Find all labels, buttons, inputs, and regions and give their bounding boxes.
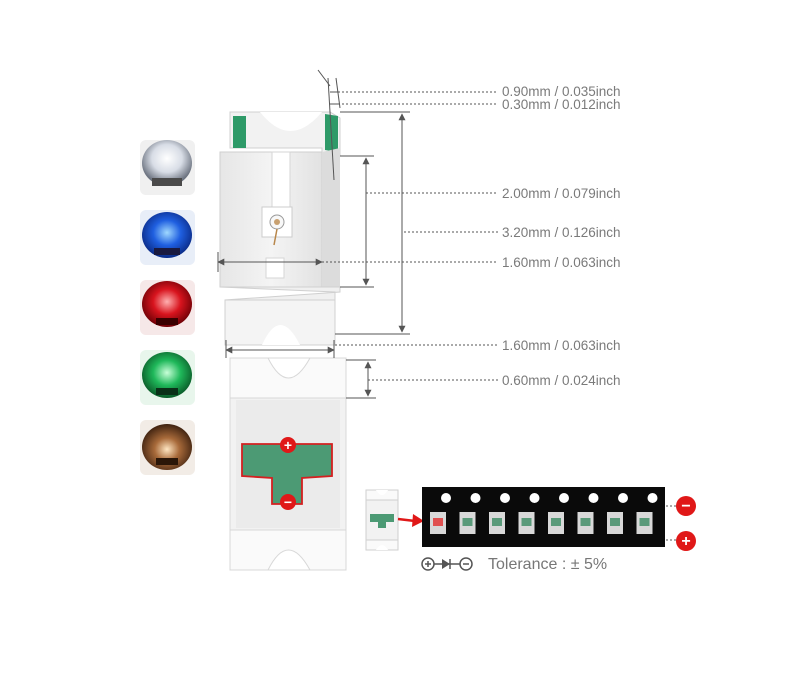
dim-lead-thickness: 0.90mm / 0.035inch (502, 84, 621, 99)
negative-marker-symbol: − (284, 494, 292, 510)
positive-marker-symbol: + (284, 437, 292, 453)
reel-positive-symbol: + (681, 533, 690, 550)
reel-sprocket-hole (529, 493, 540, 503)
reel-sprocket-hole (500, 493, 510, 503)
tolerance-label: Tolerance : ± 5% (488, 556, 607, 573)
reel-positive-marker-icon: + (676, 531, 696, 551)
reel-negative-symbol: − (681, 498, 690, 515)
led-color-swatches (140, 140, 195, 475)
reel-negative-marker-icon: − (676, 496, 696, 516)
reel-sprocket-hole (441, 493, 451, 503)
dim-pad-height: 0.60mm / 0.024inch (502, 373, 621, 388)
led-swatch-green (140, 350, 195, 405)
reel-sprocket-hole (647, 493, 658, 503)
dimension-lines (217, 69, 498, 399)
reel-led-chip (607, 512, 623, 534)
led-swatch-red (140, 280, 195, 335)
reel-led-chip (489, 512, 505, 534)
led-swatch-blue (140, 210, 195, 265)
reel-led-chip (636, 512, 653, 534)
reel-led-chip (577, 512, 594, 534)
led-reel-tape (422, 487, 665, 547)
reel-sprocket-hole (588, 493, 599, 503)
dim-inner-width: 1.60mm / 0.063inch (502, 255, 621, 270)
polarity-pad (241, 443, 333, 505)
reel-sprocket-hole (559, 493, 569, 503)
led-package-top-view (219, 111, 341, 346)
reel-sprocket-hole (470, 493, 481, 503)
red-arrow-icon (397, 514, 424, 527)
dim-total-length: 3.20mm / 0.126inch (502, 225, 621, 240)
dimension-labels: 0.90mm / 0.035inch 0.30mm / 0.012inch 2.… (502, 84, 621, 388)
led-swatch-white (140, 140, 195, 195)
led-swatch-warm-white (140, 420, 195, 475)
dim-body-height: 2.00mm / 0.079inch (502, 186, 621, 201)
small-led-bottom-icon (365, 489, 399, 551)
reel-sprocket-hole (618, 493, 628, 503)
led-package-bottom-view (229, 357, 347, 571)
dim-lead-gap: 0.30mm / 0.012inch (502, 97, 621, 112)
reel-led-chip (459, 512, 476, 534)
reel-led-chip (518, 512, 535, 534)
diode-symbol-icon (421, 557, 473, 571)
positive-marker-icon: + (280, 437, 296, 453)
dim-total-width: 1.60mm / 0.063inch (502, 338, 621, 353)
negative-marker-icon: − (280, 494, 296, 510)
reel-led-chip (548, 512, 564, 534)
reel-led-chip (430, 512, 446, 534)
